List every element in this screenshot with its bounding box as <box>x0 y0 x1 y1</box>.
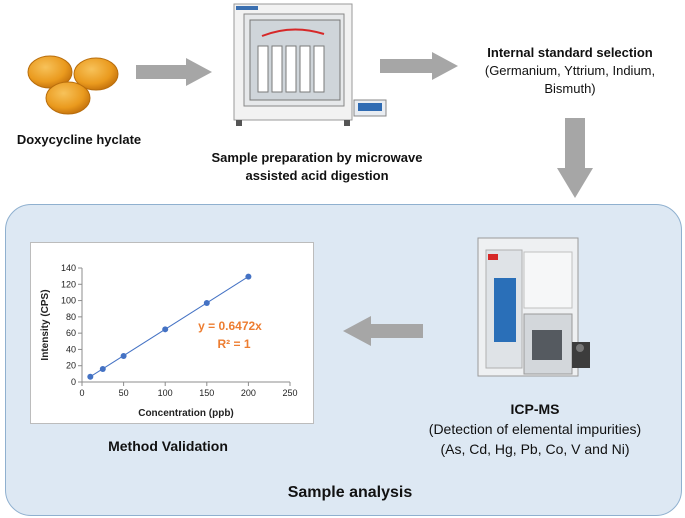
y-tick-label: 20 <box>66 361 76 371</box>
arrow-left-icon <box>343 316 423 346</box>
icp-ms-label: ICP-MS (Detection of elemental impuritie… <box>400 399 670 459</box>
arrow-down-icon <box>557 118 593 198</box>
y-tick-label: 80 <box>66 312 76 322</box>
data-point <box>245 273 252 280</box>
data-point <box>120 352 127 359</box>
y-tick-label: 140 <box>61 263 76 273</box>
sample-preparation-line2: assisted acid digestion <box>245 168 389 183</box>
internal-standard-label: Internal standard selection (Germanium, … <box>458 44 682 98</box>
doxycycline-tablets-image <box>27 55 119 115</box>
sample-preparation-line1: Sample preparation by microwave <box>211 150 423 165</box>
icp-ms-line2: (As, Cd, Hg, Pb, Co, V and Ni) <box>440 441 630 457</box>
data-point <box>87 373 94 380</box>
arrow-right-icon <box>136 58 212 86</box>
method-validation-label: Method Validation <box>108 438 228 454</box>
icp-ms-line1: (Detection of elemental impurities) <box>428 421 642 437</box>
x-tick-label: 50 <box>119 388 129 398</box>
microwave-digestion-image <box>233 3 387 126</box>
y-tick-label: 120 <box>61 279 76 289</box>
icp-ms-instrument-image <box>477 237 590 377</box>
internal-standard-line2: Bismuth) <box>544 81 596 96</box>
trendline-equation: y = 0.6472x <box>198 319 262 333</box>
x-axis-label: Concentration (ppb) <box>138 408 234 419</box>
calibration-chart-card <box>30 242 314 424</box>
data-point <box>99 365 106 372</box>
calibration-chart: 0 50 100 150 200 250 0 20 40 60 80 100 120 140 Conce… <box>40 263 298 419</box>
trendline-r2: R² = 1 <box>217 337 250 351</box>
y-tick-label: 40 <box>66 344 76 354</box>
y-tick-label: 100 <box>61 296 76 306</box>
sample-preparation-label: Sample preparation by microwave assisted… <box>172 149 462 185</box>
x-tick-label: 200 <box>241 388 256 398</box>
icp-ms-name: ICP-MS <box>510 401 560 417</box>
data-point <box>203 300 210 307</box>
sample-analysis-title: Sample analysis <box>287 484 413 501</box>
internal-standard-title: Internal standard selection <box>487 45 653 60</box>
x-tick-label: 100 <box>158 388 173 398</box>
y-axis-label: Intensity (CPS) <box>40 289 51 360</box>
arrow-right-icon <box>380 52 458 80</box>
x-tick-label: 0 <box>79 388 84 398</box>
y-tick-label: 60 <box>66 328 76 338</box>
data-point <box>162 326 169 333</box>
x-tick-label: 150 <box>199 388 214 398</box>
y-tick-label: 0 <box>71 377 76 387</box>
x-tick-label: 250 <box>282 388 297 398</box>
internal-standard-line1: (Germanium, Yttrium, Indium, <box>484 63 656 78</box>
doxycycline-label: Doxycycline hyclate <box>16 132 142 147</box>
trendline <box>90 276 249 378</box>
